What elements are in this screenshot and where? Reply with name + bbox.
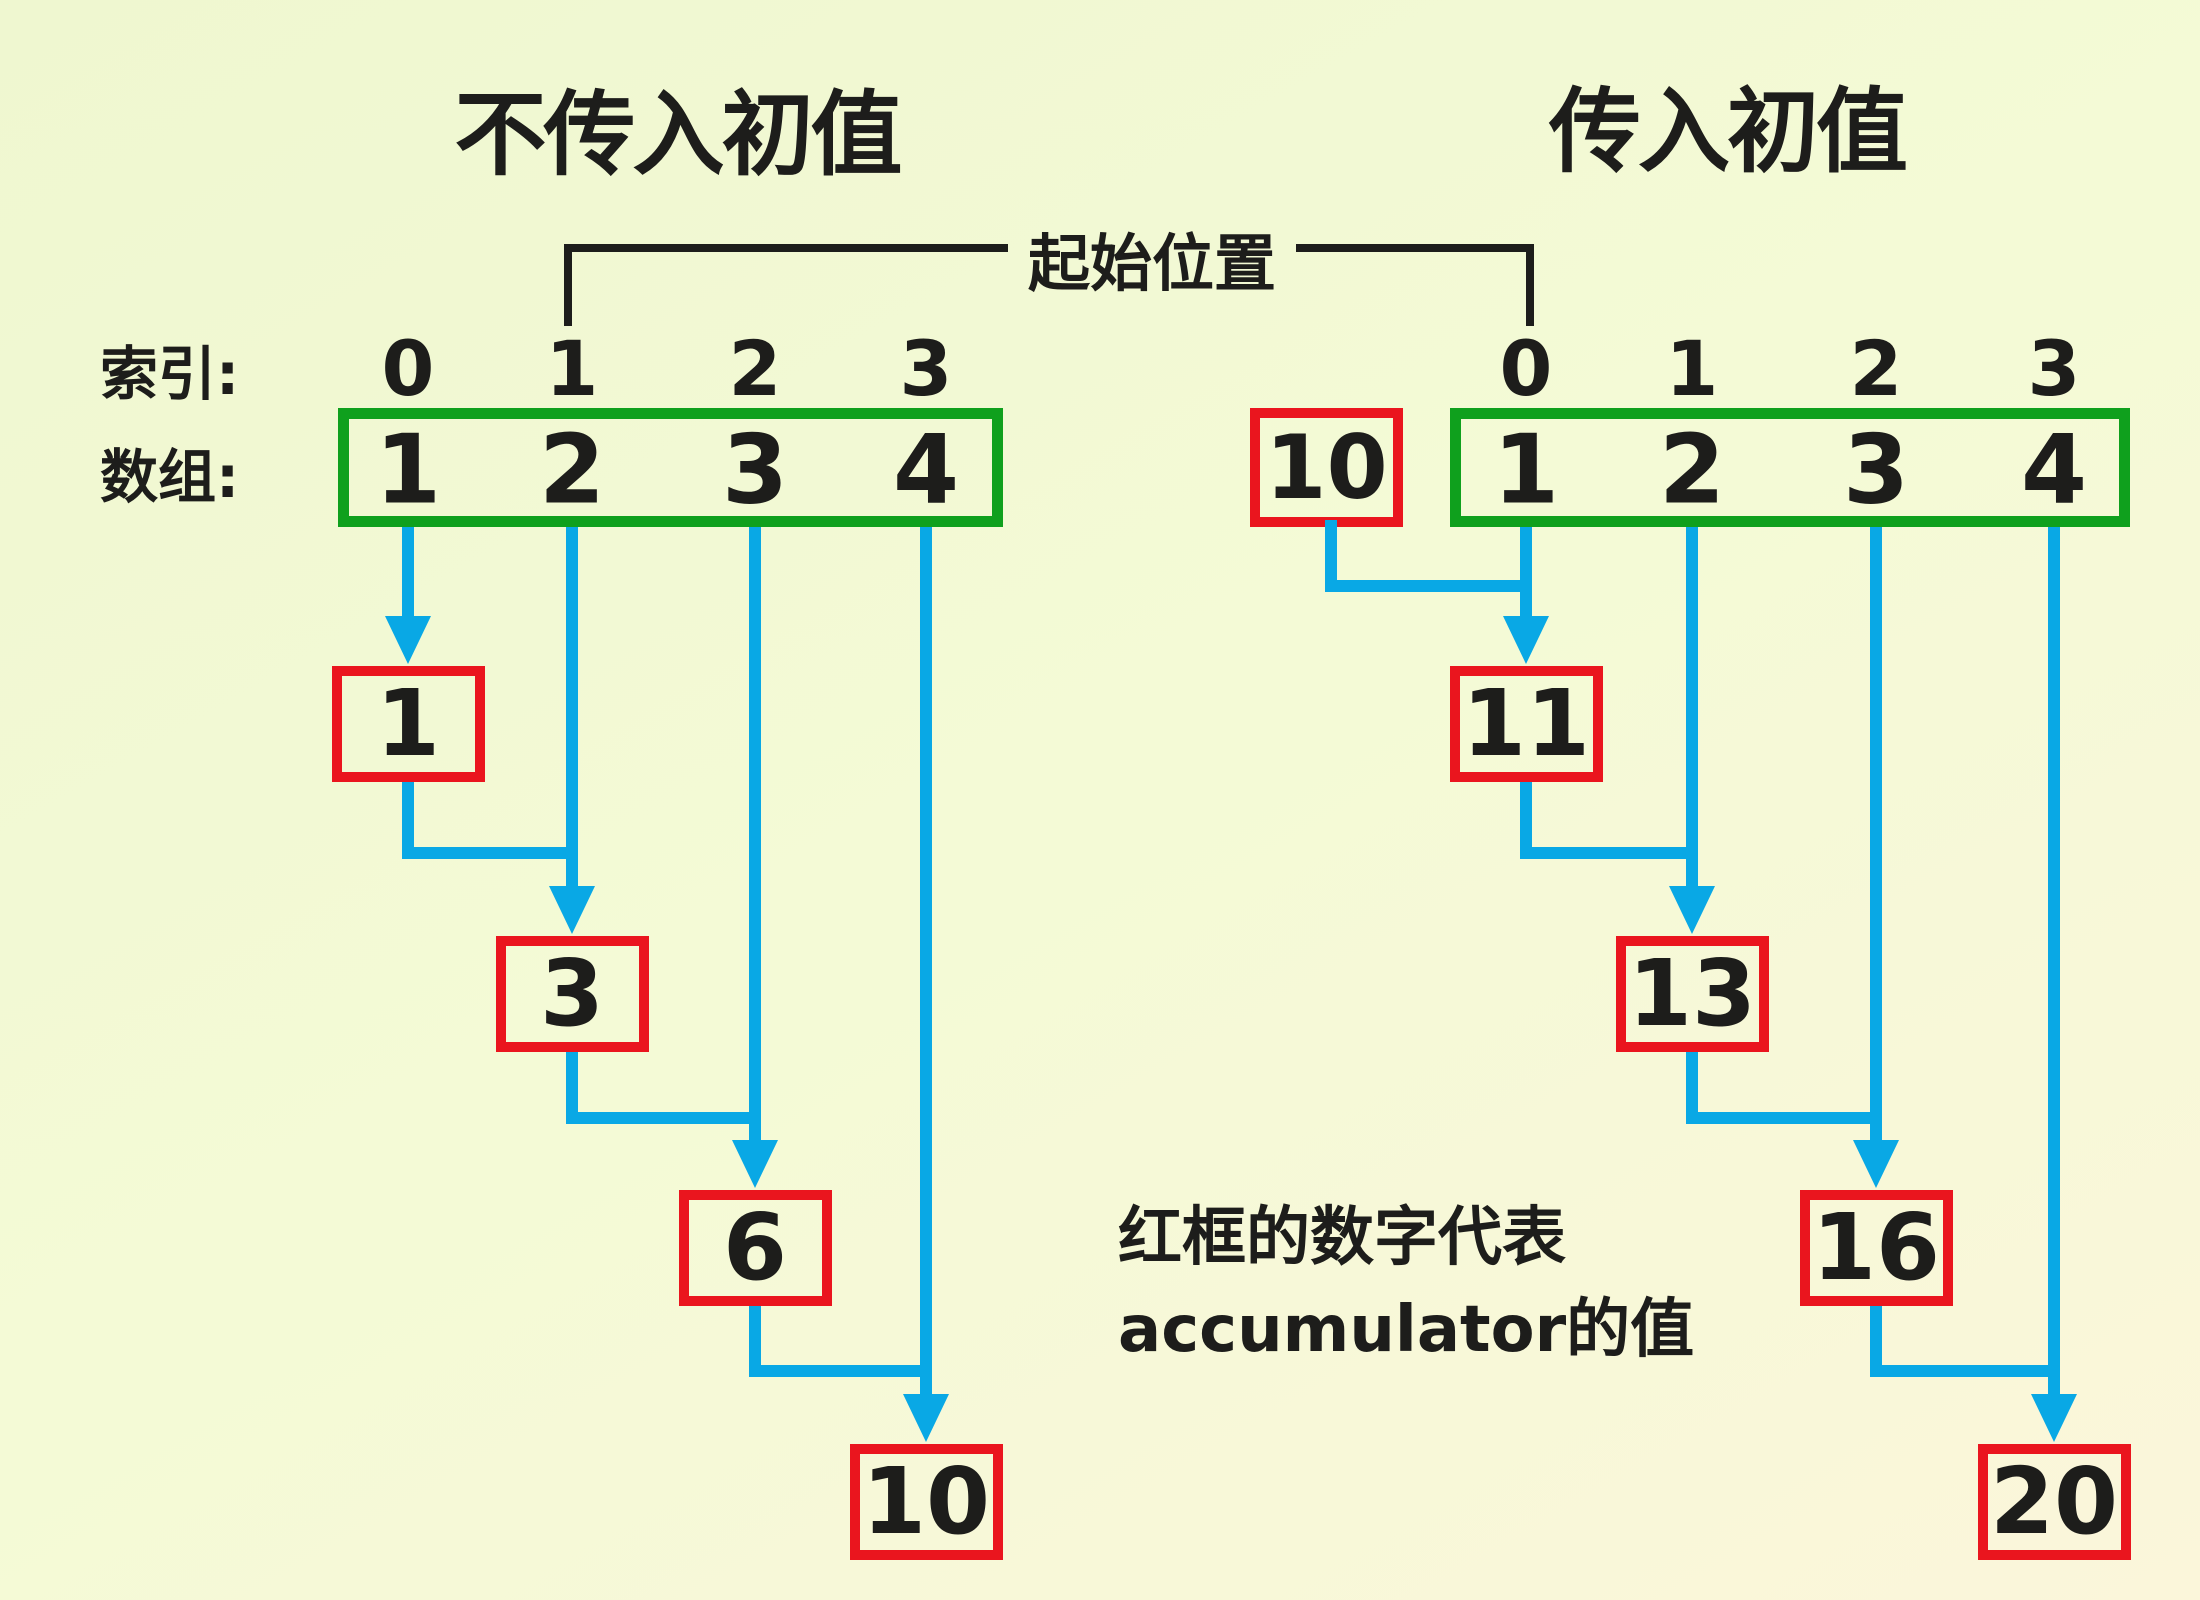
arrow-down-icon: [732, 1140, 778, 1188]
right-panel-title: 传入初值: [1548, 78, 1908, 186]
left-array-cell-0: 1: [374, 415, 442, 526]
right-accumulator-value-2: 16: [1811, 1194, 1941, 1301]
flow-elbow-horizontal: [749, 1365, 932, 1377]
left-array-box: [338, 408, 1003, 527]
note-line-1: 红框的数字代表: [1118, 1201, 1566, 1275]
arrow-down-icon: [1853, 1140, 1899, 1188]
bracket-line-right-horizontal: [1296, 244, 1534, 252]
right-accumulator-value-0: 11: [1461, 670, 1591, 777]
right-accumulator-value-1: 13: [1627, 940, 1757, 1047]
start-position-label: 起始位置: [1027, 227, 1277, 300]
left-accumulator-box-3: 10: [849, 1444, 1003, 1560]
flow-elbow-vertical: [402, 778, 414, 859]
index-row-label: 索引:: [100, 340, 240, 408]
left-panel-title: 不传入初值: [454, 81, 902, 189]
left-array-cell-1: 2: [538, 415, 606, 526]
bracket-line-right-vertical: [1526, 244, 1534, 326]
flow-column-line: [749, 527, 761, 1144]
right-index-1: 1: [1665, 324, 1719, 413]
flow-elbow-horizontal: [1325, 580, 1532, 592]
initial-value: 10: [1265, 415, 1388, 519]
right-accumulator-box-2: 16: [1799, 1190, 1953, 1306]
flow-column-line: [566, 527, 578, 890]
flow-elbow-horizontal: [1520, 847, 1698, 859]
initial-value-box: 10: [1250, 408, 1403, 527]
left-index-0: 0: [381, 324, 435, 413]
right-array-box: [1450, 408, 2130, 527]
bracket-line-left-vertical: [564, 244, 572, 326]
right-accumulator-value-3: 20: [1989, 1448, 2119, 1555]
right-accumulator-box-0: 11: [1449, 666, 1603, 782]
left-accumulator-box-1: 3: [495, 936, 649, 1052]
left-accumulator-value-3: 10: [861, 1448, 991, 1555]
flow-elbow-vertical: [1520, 778, 1532, 859]
left-index-2: 2: [728, 324, 782, 413]
flow-elbow-horizontal: [1686, 1112, 1882, 1124]
flow-elbow-vertical: [1325, 520, 1337, 592]
arrow-down-icon: [549, 886, 595, 934]
flow-elbow-vertical: [1870, 1302, 1882, 1377]
right-index-3: 3: [2027, 324, 2081, 413]
right-array-cell-2: 3: [1842, 415, 1910, 526]
arrow-down-icon: [385, 616, 431, 664]
flow-column-line: [1686, 527, 1698, 890]
arrow-down-icon: [1669, 886, 1715, 934]
flow-elbow-horizontal: [566, 1112, 761, 1124]
flow-column-line: [1520, 527, 1532, 620]
right-array-cell-3: 4: [2020, 415, 2088, 526]
bracket-line-left-horizontal: [564, 244, 1008, 252]
flow-elbow-horizontal: [402, 847, 578, 859]
flow-column-line: [920, 527, 932, 1398]
right-index-0: 0: [1499, 324, 1553, 413]
flow-column-line: [1870, 527, 1882, 1144]
flow-column-line: [2048, 527, 2060, 1398]
flow-elbow-vertical: [1686, 1048, 1698, 1124]
flow-elbow-vertical: [566, 1048, 578, 1124]
flow-elbow-vertical: [749, 1302, 761, 1377]
flow-column-line: [402, 527, 414, 620]
left-index-3: 3: [899, 324, 953, 413]
arrow-down-icon: [1503, 616, 1549, 664]
right-array-cell-1: 2: [1658, 415, 1726, 526]
left-array-cell-3: 4: [892, 415, 960, 526]
right-array-cell-0: 1: [1492, 415, 1560, 526]
arrow-down-icon: [903, 1394, 949, 1442]
right-index-2: 2: [1849, 324, 1903, 413]
right-accumulator-box-3: 20: [1977, 1444, 2131, 1560]
right-accumulator-box-1: 13: [1615, 936, 1769, 1052]
left-accumulator-box-0: 1: [331, 666, 485, 782]
left-accumulator-value-2: 6: [722, 1194, 787, 1301]
note-line-2: accumulator的值: [1118, 1293, 1695, 1367]
flow-elbow-horizontal: [1870, 1365, 2060, 1377]
left-index-1: 1: [545, 324, 599, 413]
left-accumulator-box-2: 6: [678, 1190, 832, 1306]
array-row-label: 数组:: [100, 443, 240, 511]
left-accumulator-value-1: 3: [539, 940, 604, 1047]
left-array-cell-2: 3: [721, 415, 789, 526]
arrow-down-icon: [2031, 1394, 2077, 1442]
left-accumulator-value-0: 1: [375, 670, 440, 777]
